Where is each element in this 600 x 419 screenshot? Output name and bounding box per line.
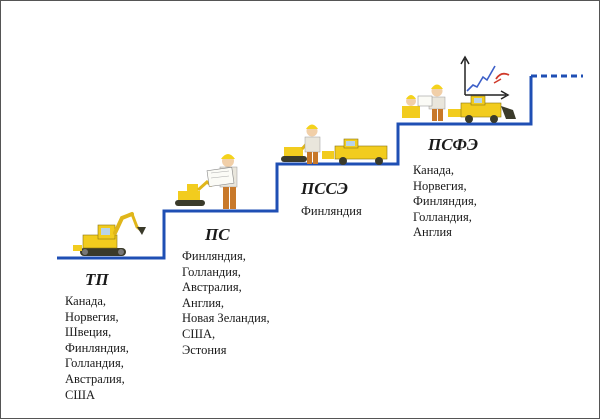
mini-excavator-icon — [73, 212, 146, 256]
country-item: Австралия, — [182, 280, 242, 295]
country-item: Голландия, — [65, 356, 124, 371]
country-item: Швеция, — [65, 325, 112, 340]
stage-1-country-list: Канада, Норвегия, Швеция, Финляндия, Гол… — [65, 294, 129, 403]
country-item: Норвегия, — [65, 309, 119, 324]
country-item: Голландия, — [182, 264, 241, 279]
country-item: США — [65, 387, 95, 402]
stage-2-title: ПС — [205, 225, 230, 244]
stage-2-country-list: Финляндия, Голландия, Австралия, Англия,… — [182, 249, 270, 358]
country-item: Англия, — [182, 295, 225, 310]
country-item: Англия — [413, 225, 452, 240]
stage-4-country-list: Канада, Норвегия, Финляндия, Голландия, … — [413, 163, 477, 241]
country-item: Финляндия, — [413, 194, 477, 209]
stage-3-title: ПССЭ — [301, 179, 348, 198]
stage-3-country-list: Финляндия — [301, 204, 362, 220]
country-item: Финляндия, — [182, 249, 246, 263]
country-item: Канада, — [65, 294, 106, 308]
stage-1-title: ТП — [85, 270, 109, 289]
worker-with-plan-icon — [175, 154, 238, 209]
country-item: Финляндия — [301, 204, 362, 218]
country-item: Финляндия, — [65, 340, 129, 355]
worker-and-road-truck-icon — [281, 124, 388, 165]
growth-chart-icon — [460, 55, 510, 100]
stage-4-title: ПСФЭ — [428, 135, 479, 154]
country-item: Норвегия, — [413, 178, 467, 193]
country-item: Австралия, — [65, 371, 125, 386]
worker-and-loader-icon — [402, 84, 516, 123]
country-item: Эстония — [182, 342, 227, 357]
staircase-line — [57, 76, 533, 260]
country-item: Новая Зеландия, — [182, 311, 270, 326]
country-item: Голландия, — [413, 209, 472, 224]
country-item: Канада, — [413, 163, 454, 177]
country-item: США, — [182, 326, 216, 341]
